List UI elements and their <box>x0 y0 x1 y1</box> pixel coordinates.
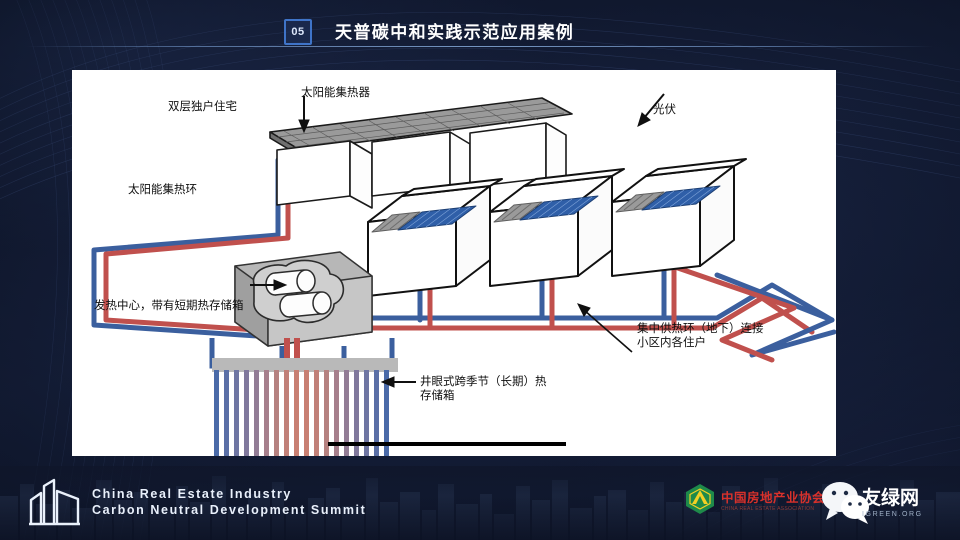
borehole-storage-field <box>209 338 398 456</box>
association-hexagon-logo-icon <box>686 484 714 514</box>
label-district-loop-line2: 小区内各住户 <box>637 337 706 349</box>
borehole-columns <box>214 370 389 456</box>
label-district-loop-line1: 集中供热环（地下）连接 <box>637 323 764 335</box>
row-house-block <box>269 97 573 209</box>
label-solar-loop: 太阳能集热环 <box>128 184 197 196</box>
diagram-panel: 双层独户住宅 太阳能集热器 太阳能集热环 光伏 发热中心，带有短期热存储箱 井眼… <box>72 70 836 456</box>
header-divider <box>26 46 934 47</box>
page-title: 天普碳中和实践示范应用案例 <box>335 23 575 42</box>
label-solar-collector: 太阳能集热器 <box>301 87 370 99</box>
igreen-branding: 友绿网 IGREEN.ORG <box>862 483 923 518</box>
section-number-badge: 05 <box>284 19 312 45</box>
label-heating-center: 发热中心，带有短期热存储箱 <box>94 300 244 312</box>
summit-line-2: Carbon Neutral Development Summit <box>92 503 367 517</box>
wechat-icon <box>822 482 869 524</box>
label-photovoltaic: 光伏 <box>653 104 676 116</box>
association-name-en: CHINA REAL ESTATE ASSOCIATION <box>721 505 815 512</box>
slide-header: 05 天普碳中和实践示范应用案例 <box>0 0 960 47</box>
detached-house-3 <box>611 158 747 277</box>
slide-footer <box>0 466 960 540</box>
igreen-name-cn: 友绿网 <box>862 488 920 509</box>
summit-line-1: China Real Estate Industry <box>92 487 292 501</box>
label-borehole-storage-line1: 井眼式跨季节（长期）热 <box>420 376 547 388</box>
district-heating-diagram <box>91 93 836 456</box>
label-row-housing: 双层独户住宅 <box>168 101 237 113</box>
section-number-text: 05 <box>291 26 305 38</box>
footer-overlay <box>0 466 960 540</box>
association-name-cn: 中国房地产业协会 <box>721 490 826 505</box>
igreen-url: IGREEN.ORG <box>862 511 923 518</box>
association-branding: 中国房地产业协会 CHINA REAL ESTATE ASSOCIATION <box>683 482 825 516</box>
detached-house-1 <box>367 178 503 297</box>
heating-center-unit <box>234 251 373 347</box>
summit-branding: China Real Estate Industry Carbon Neutra… <box>28 477 366 527</box>
detached-house-2 <box>489 168 625 287</box>
annotation-arrows <box>250 93 665 388</box>
building-logo-icon <box>29 478 80 526</box>
label-borehole-storage-line2: 存储箱 <box>420 390 455 402</box>
